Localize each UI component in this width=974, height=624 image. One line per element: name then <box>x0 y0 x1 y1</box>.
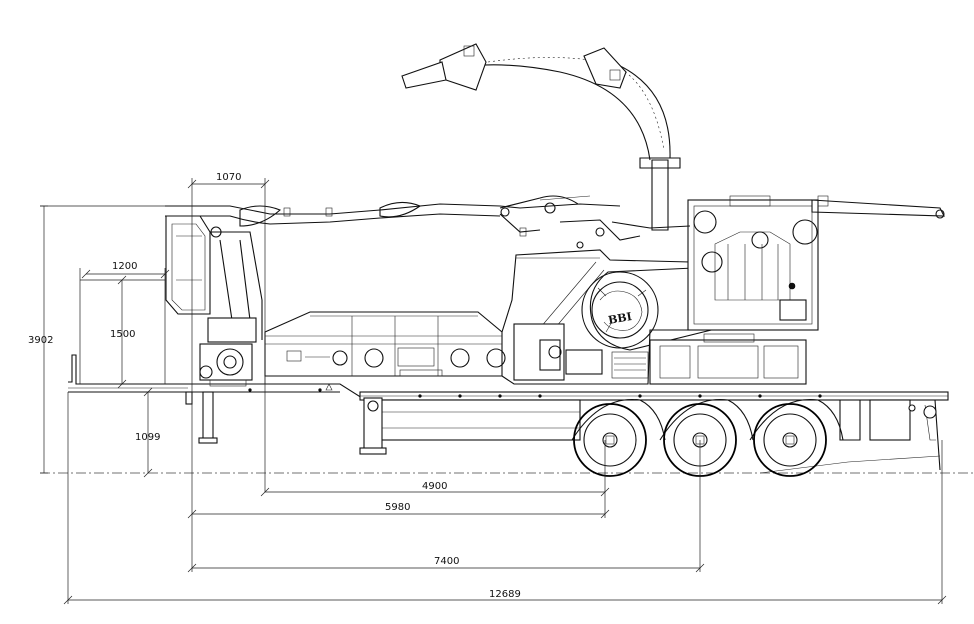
dim-to-first-axle: 4900 <box>422 481 447 492</box>
dim-front-height: 1500 <box>110 329 135 340</box>
engine-assembly <box>649 195 819 385</box>
trailer-chassis <box>68 354 949 474</box>
dim-overall-length: 12689 <box>489 589 521 600</box>
dimension-labels: 3902 1070 1200 1500 1099 4900 5980 7400 … <box>28 172 521 600</box>
wheel-axle-2 <box>659 398 754 477</box>
logo-text: BBI <box>607 310 633 327</box>
crane-boom <box>165 195 945 249</box>
brand-logo: BBI <box>591 281 649 339</box>
crane-cab <box>165 215 263 387</box>
discharge-spout <box>401 43 681 231</box>
dim-to-axle-group: 5980 <box>385 502 410 513</box>
loading-hopper <box>264 311 506 391</box>
dim-to-rear-axle: 7400 <box>434 556 459 567</box>
wheel-axle-1 <box>571 398 666 477</box>
wheel-axle-3 <box>749 398 844 477</box>
chipper-body <box>501 249 788 385</box>
landing-leg-middle <box>359 397 387 455</box>
dim-overall-height: 3902 <box>28 335 53 346</box>
dim-front-overhang: 1200 <box>112 261 137 272</box>
landing-leg-front <box>185 391 218 444</box>
dim-crane-offset: 1070 <box>216 172 241 183</box>
dim-deck-height: 1099 <box>135 432 160 443</box>
dimension-lines <box>40 178 947 605</box>
